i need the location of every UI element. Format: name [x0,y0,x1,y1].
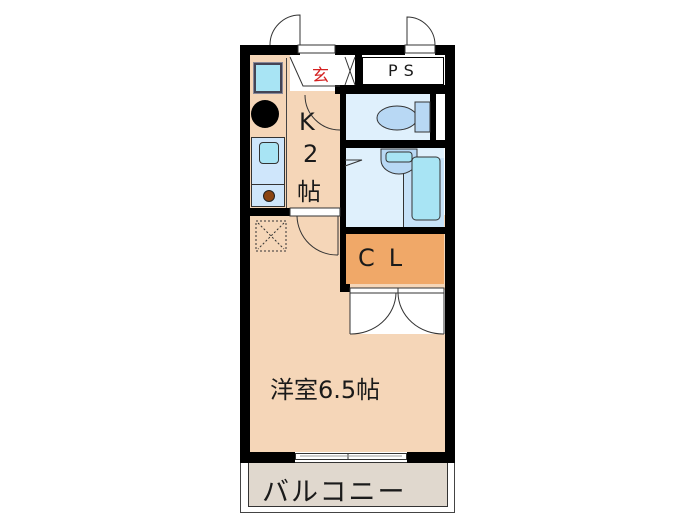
refrigerator-divider [251,184,285,185]
wall-top-mid [335,45,405,55]
balcony [248,462,448,507]
closet-label: CL [358,244,417,272]
washbasin-icon [259,142,279,164]
wall-bottom-right [407,452,455,463]
wall-bottom-left [240,452,295,463]
kitchen-label-unit: 帖 [297,178,321,206]
wall-closet-bottom [340,284,350,292]
wall-core-left [340,87,346,287]
balcony-label: バルコニー [262,477,407,508]
entrance-label: 玄 [312,66,329,86]
wall-toilet-right [430,92,436,142]
wall-left [240,45,250,463]
pipe-space-label: PS [388,61,420,80]
drain-icon [263,190,275,202]
ps-entrance-divider [355,55,362,87]
closet-door-opening [350,290,445,334]
stove-icon [251,100,279,128]
closet [346,234,444,284]
pipe-space [362,57,444,85]
kitchen-label-size: 2 [303,140,319,168]
kitchen-sink-icon [253,62,283,94]
wall-right [445,45,455,463]
wall-bath-closet [340,227,455,234]
wall-entrance-bottom [335,85,455,94]
western-room-label: 洋室6.5帖 [270,376,381,404]
wall-toilet-bath [340,140,455,148]
wall-kitchen-room [240,208,292,216]
wall-top-left [240,45,300,55]
kitchen-counter [251,58,287,208]
